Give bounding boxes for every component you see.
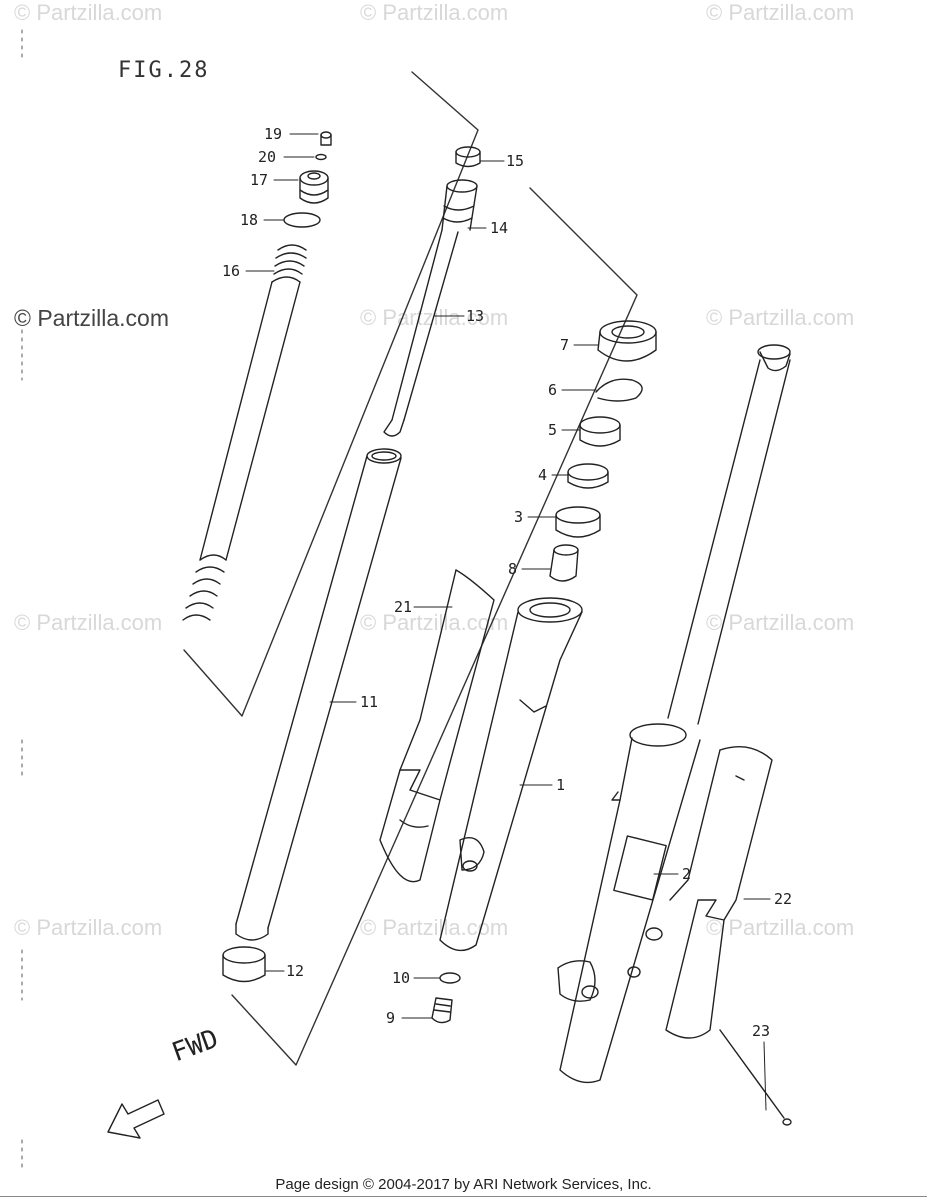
part-10-washer	[439, 972, 461, 984]
part-17-cap-bolt	[299, 170, 329, 204]
label-2[interactable]: 2	[682, 865, 692, 883]
watermark: © Partzilla.com	[706, 610, 855, 635]
label-4[interactable]: 4	[538, 466, 548, 484]
group-bracket-middle	[231, 187, 638, 1066]
label-12[interactable]: 12	[286, 962, 305, 980]
label-13[interactable]: 13	[466, 307, 485, 325]
part-4-washer	[567, 463, 609, 489]
group-bracket-left	[183, 71, 479, 717]
part-15-ring	[455, 146, 481, 168]
footer-divider	[0, 1196, 927, 1197]
part-2-right-fork	[557, 344, 791, 1084]
label-20[interactable]: 20	[258, 148, 277, 166]
watermark: © Partzilla.com	[14, 610, 163, 635]
label-14[interactable]: 14	[490, 219, 509, 237]
part-11-inner-tube	[235, 448, 402, 941]
watermark-dark: © Partzilla.com	[14, 305, 169, 331]
part-1-outer-tube	[439, 597, 583, 952]
label-19[interactable]: 19	[264, 125, 283, 143]
watermark: © Partzilla.com	[14, 0, 163, 25]
fwd-arrow	[107, 1099, 165, 1139]
footer-copyright: Page design © 2004-2017 by ARI Network S…	[275, 1176, 652, 1193]
watermark: © Partzilla.com	[14, 915, 163, 940]
part-23-cable-tie	[719, 1029, 792, 1126]
part-19-bolt	[320, 131, 332, 146]
label-7[interactable]: 7	[560, 336, 570, 354]
label-21[interactable]: 21	[394, 598, 413, 616]
part-22-fork-cover	[665, 746, 773, 1039]
label-17[interactable]: 17	[250, 171, 269, 189]
label-1[interactable]: 1	[556, 776, 566, 794]
label-8[interactable]: 8	[508, 560, 518, 578]
part-13-damper-rod	[383, 229, 459, 437]
label-18[interactable]: 18	[240, 211, 259, 229]
part-18-oring	[283, 212, 321, 228]
watermark: © Partzilla.com	[706, 305, 855, 330]
label-6[interactable]: 6	[548, 381, 558, 399]
label-15[interactable]: 15	[506, 152, 525, 170]
watermark: © Partzilla.com	[360, 0, 509, 25]
label-3[interactable]: 3	[514, 508, 524, 526]
part-5-oil-seal	[579, 416, 621, 447]
label-11[interactable]: 11	[360, 693, 379, 711]
figure-title: FIG.28	[118, 58, 210, 83]
part-21-fork-cover	[379, 569, 495, 883]
watermark: © Partzilla.com	[360, 610, 509, 635]
leader-lines	[245, 133, 771, 1111]
label-22[interactable]: 22	[774, 890, 793, 908]
label-9[interactable]: 9	[386, 1009, 396, 1027]
label-5[interactable]: 5	[548, 421, 558, 439]
part-20-oring	[315, 153, 327, 161]
part-8-oil-lock	[549, 544, 579, 582]
label-16[interactable]: 16	[222, 262, 241, 280]
label-23[interactable]: 23	[752, 1022, 771, 1040]
part-7-dust-seal	[597, 320, 657, 362]
part-9-bolt	[431, 997, 453, 1024]
part-16-spring	[182, 244, 307, 621]
part-6-circlip	[595, 378, 643, 402]
part-12-bushing	[222, 946, 266, 983]
watermark: © Partzilla.com	[706, 0, 855, 25]
watermark: © Partzilla.com	[706, 915, 855, 940]
part-3-bushing	[555, 506, 601, 538]
part-14-piston	[441, 179, 478, 231]
label-10[interactable]: 10	[392, 969, 411, 987]
